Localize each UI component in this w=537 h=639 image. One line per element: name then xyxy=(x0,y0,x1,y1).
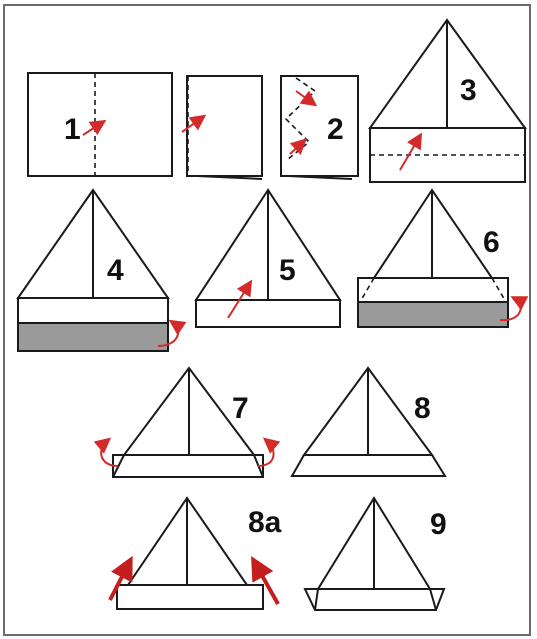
paper-sheet xyxy=(27,72,173,177)
step-number: 3 xyxy=(460,74,477,107)
fold-up-arrow-left xyxy=(108,555,133,601)
step-number: 8 xyxy=(414,392,431,425)
paper-edge xyxy=(196,175,263,180)
step-1: 1 xyxy=(27,72,263,180)
flip-arrow xyxy=(499,296,529,322)
brim-hull xyxy=(303,588,446,611)
fold-line xyxy=(359,277,375,303)
step-number: 8a xyxy=(248,506,282,539)
step-number: 7 xyxy=(232,392,249,425)
brim-strip xyxy=(17,297,169,324)
diagram-frame xyxy=(3,4,531,636)
step-number: 2 xyxy=(327,113,344,146)
step-6: 6 xyxy=(357,188,529,328)
flip-arrow xyxy=(157,319,187,347)
brim-trapezoid xyxy=(290,454,447,477)
brim-strip xyxy=(112,454,264,478)
tuck-arrow-left xyxy=(93,437,119,467)
folded-sheet xyxy=(186,75,263,177)
corner-line xyxy=(429,588,437,611)
step-2: 2 xyxy=(280,75,359,180)
step-number: 5 xyxy=(279,254,296,287)
step-4: 4 xyxy=(16,188,187,352)
corner-line xyxy=(314,588,319,611)
brim-strip xyxy=(195,299,341,328)
shaded-back-strip xyxy=(357,301,509,328)
step-7: 7 xyxy=(93,366,281,478)
corner-fold-lines xyxy=(284,77,317,161)
step-number: 6 xyxy=(483,226,500,259)
fold-arrow xyxy=(82,119,107,136)
step-8: 8 xyxy=(290,366,447,477)
fold-arrow xyxy=(227,279,253,319)
shaded-back-strip xyxy=(17,322,169,352)
brim-strip xyxy=(357,277,509,303)
step-8a: 8a xyxy=(108,496,282,610)
bottom-strip xyxy=(369,127,526,183)
fold-line xyxy=(491,277,507,303)
step-number: 1 xyxy=(64,113,81,146)
tuck-arrow-right xyxy=(257,437,281,467)
fold-up-arrow-right xyxy=(251,556,280,605)
step-number: 9 xyxy=(430,508,447,541)
corner-line xyxy=(112,454,125,478)
fold-arrow xyxy=(295,90,318,107)
paper-edge xyxy=(287,175,353,180)
step-3: 3 xyxy=(368,18,527,183)
fold-arrow xyxy=(289,138,307,156)
step-9: 9 xyxy=(303,496,447,611)
fold-arrow xyxy=(399,132,423,171)
step-5: 5 xyxy=(194,188,342,328)
brim-strip xyxy=(116,584,264,610)
fold-arrow xyxy=(181,114,207,133)
step-number: 4 xyxy=(107,254,124,287)
